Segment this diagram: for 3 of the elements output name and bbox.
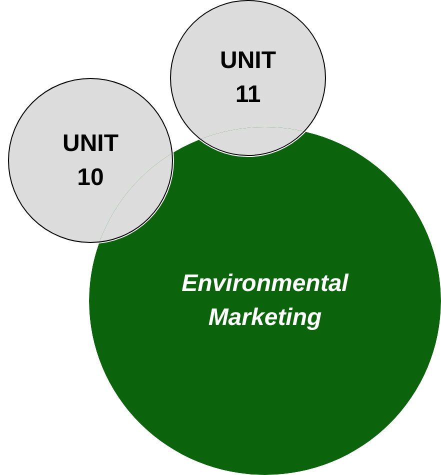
circle-label: UNIT 10 [62,128,120,192]
circle-label: Environmental Marketing [180,269,350,333]
circle-label: UNIT 11 [219,46,277,110]
